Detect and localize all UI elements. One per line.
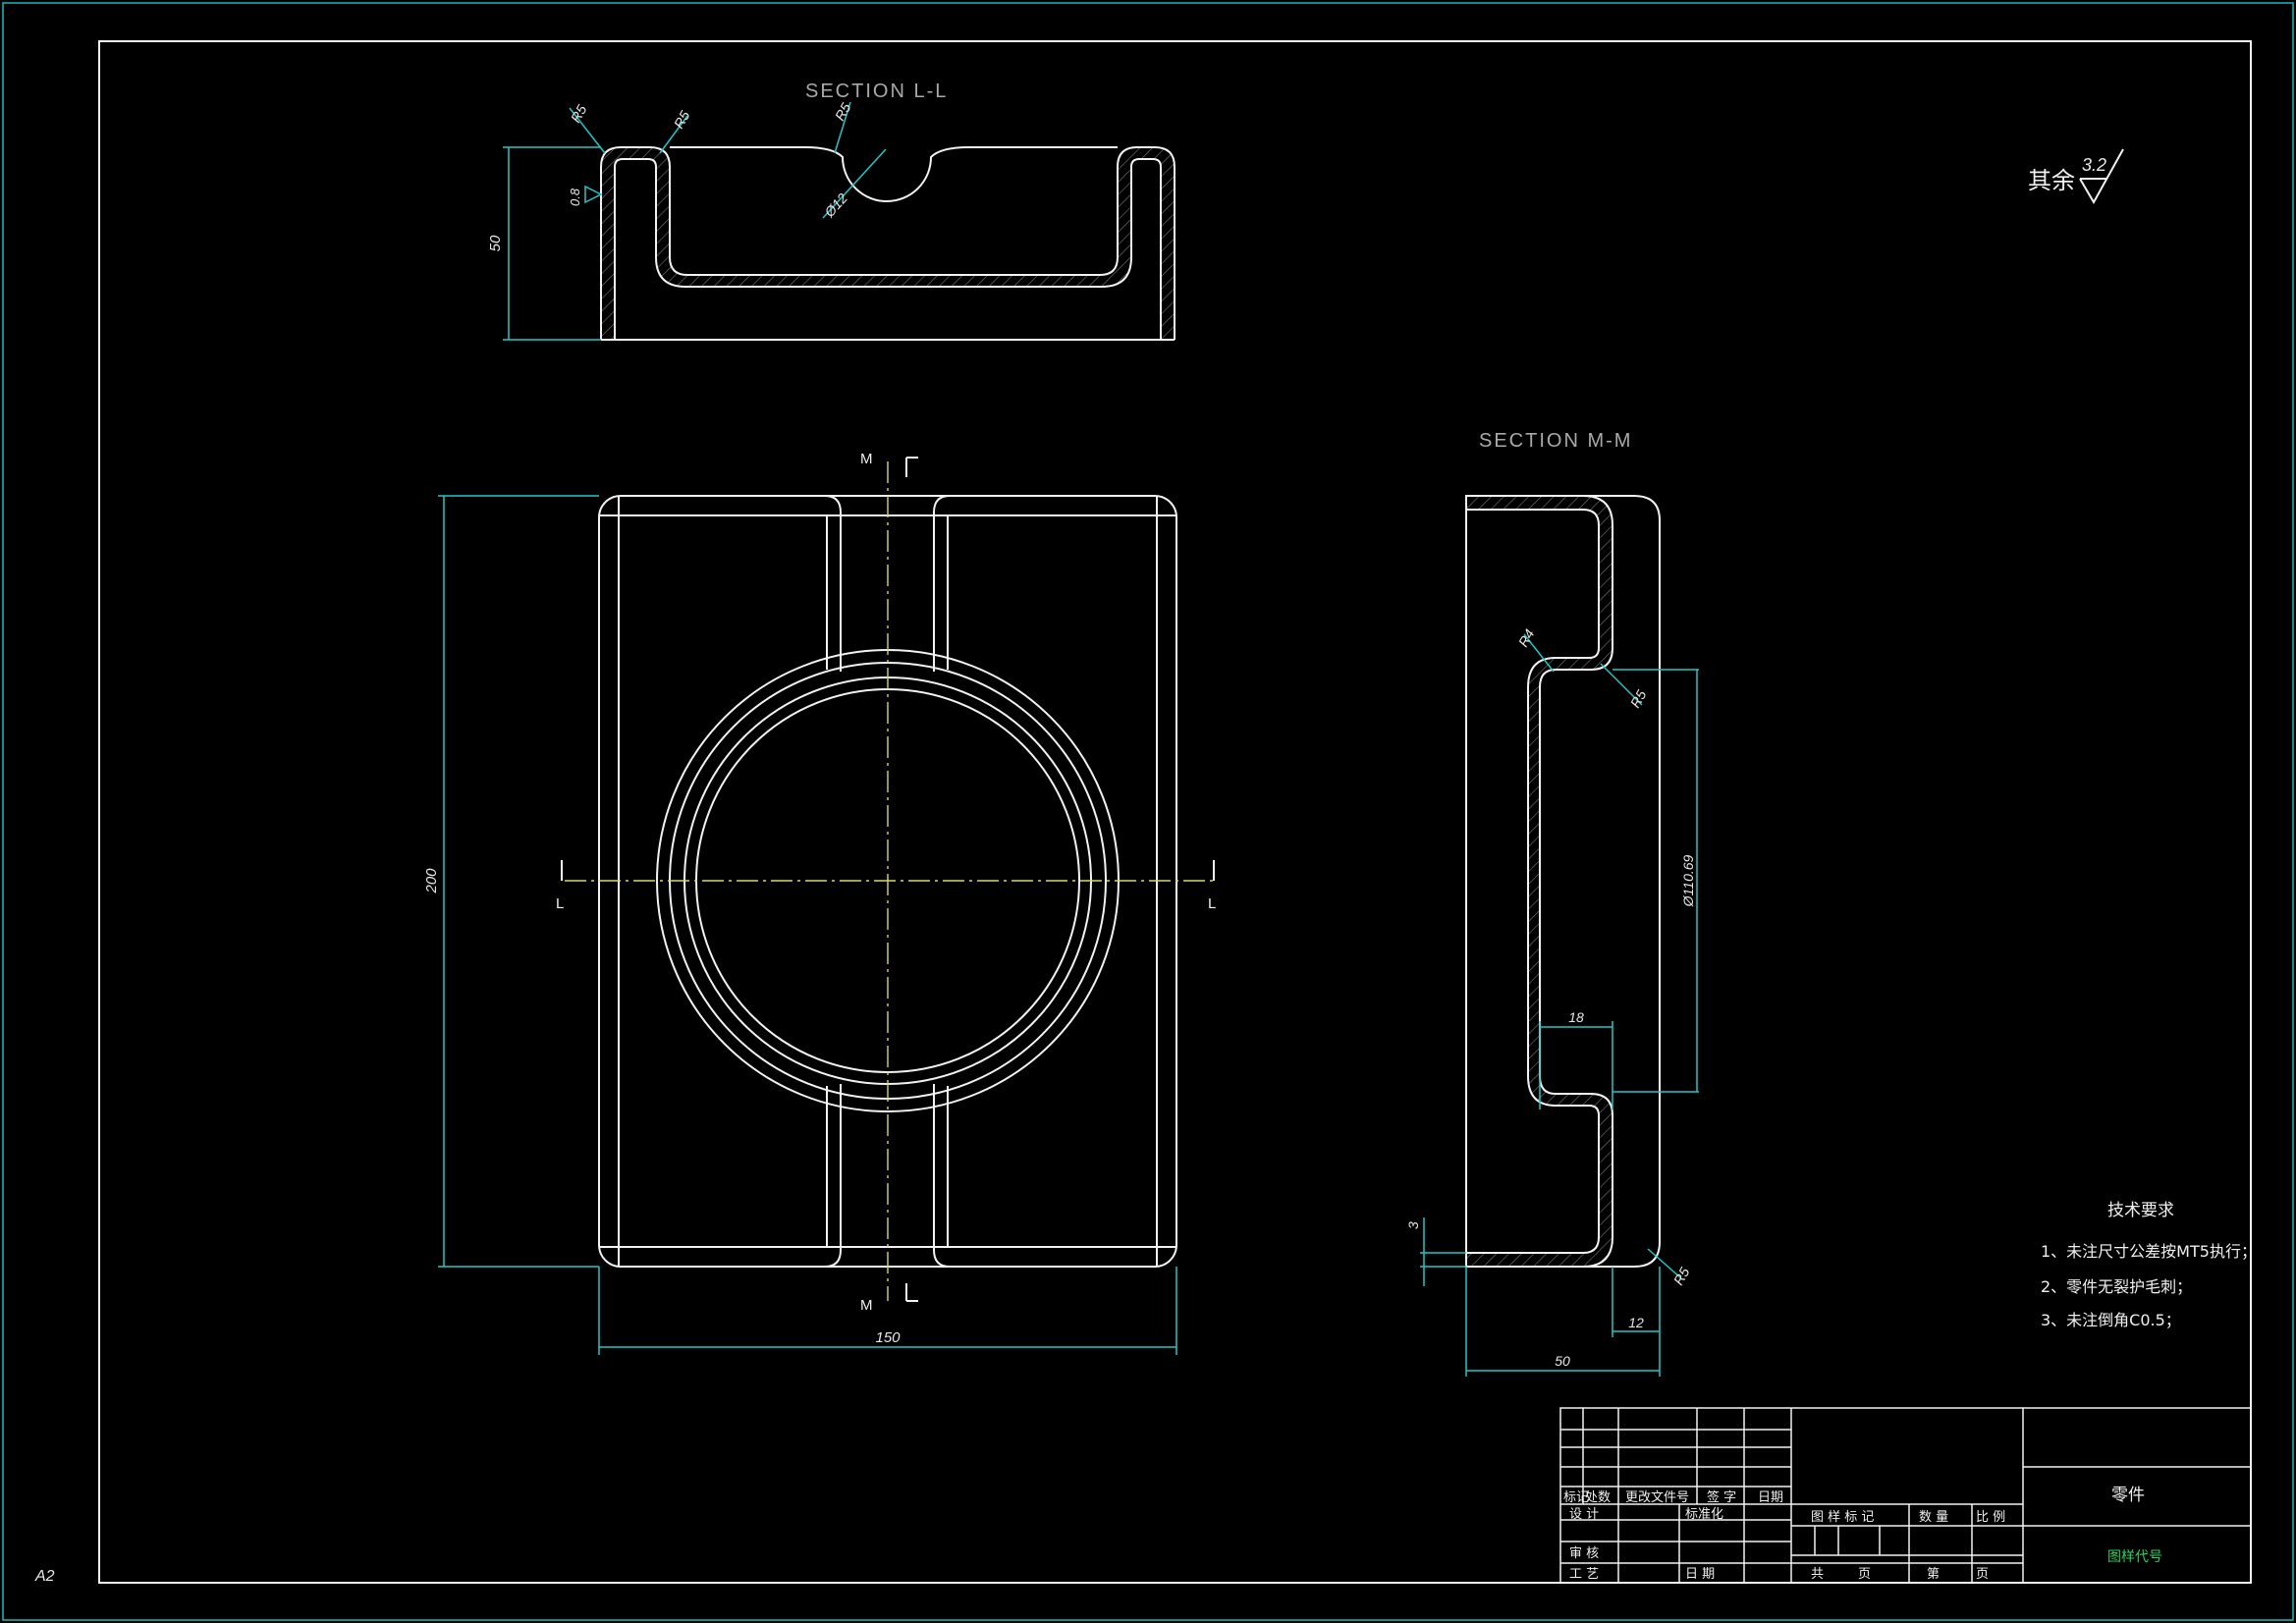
svg-text:50: 50 [487,235,504,251]
section-mm-view: SECTION M-M R4 R5 R5 Ø110.69 18 [1405,430,1699,1377]
tech-req-item-2: 2、零件无裂护毛刺； [2041,1277,2192,1296]
section-ll-rim-inner [601,339,1175,341]
dim-mm-width: 50 [1465,1267,1661,1377]
tech-req-title: 技术要求 [2107,1201,2174,1220]
tech-req-item-3: 3、未注倒角C0.5； [2041,1311,2181,1329]
tb-page-no: 第 [1927,1567,1940,1582]
tb-review: 审 核 [1569,1546,1599,1561]
cut-marker-l-right: L [1208,860,1216,912]
svg-text:M: M [860,1297,873,1314]
surface-finish-note: 其余 3.2 [2028,148,2124,205]
tb-scale: 比 例 [1976,1510,2005,1525]
svg-text:200: 200 [423,868,440,894]
dim-ll-r3: R5 [832,100,854,124]
dim-plan-width: 150 [598,1267,1177,1355]
section-ll-outer-contour [600,146,1175,340]
dim-mm-thickness: 3 [1405,1217,1466,1286]
svg-text:12: 12 [1628,1315,1644,1330]
section-ll-rim [670,146,1118,202]
svg-text:50: 50 [1555,1353,1570,1369]
dim-ll-height: 50 [487,146,601,341]
roughness-symbol-ll: 0.8 [568,185,603,206]
plan-slot-bottom [824,1084,951,1268]
plan-view: M M L L 200 150 [423,451,1218,1355]
tb-standardize: 标准化 [1685,1507,1723,1522]
tech-requirements: 技术要求 1、未注尺寸公差按MT5执行； 2、零件无裂护毛刺； 3、未注倒角C0… [2041,1201,2257,1329]
section-ll-view: SECTION L-L 50 R5 R5 R5 Ø12 0.8 [487,81,1175,341]
dim-ll-r2: R5 [671,108,693,132]
dim-mm-r-right: R5 [1627,687,1650,711]
tb-rev-mark: 标记 [1563,1490,1589,1505]
tb-date: 日 期 [1685,1567,1715,1582]
tb-sheet: 页 [1858,1567,1871,1582]
title-block-text: 标记 处数 更改文件号 签 字 日期 设 计 标准化 审 核 工 艺 日 期 图… [1563,1486,2162,1582]
svg-text:Ø110.69: Ø110.69 [1680,854,1696,907]
section-mm-title: SECTION M-M [1479,430,1632,452]
dim-ll-r1: R5 [568,102,590,126]
plan-slot-top [824,495,951,672]
tech-req-item-1: 1、未注尺寸公差按MT5执行； [2041,1242,2257,1261]
tb-rev-count: 处数 [1585,1490,1611,1505]
tb-rev-date: 日期 [1758,1490,1783,1505]
section-mm-inner-contour [1539,495,1613,1268]
svg-text:3.2: 3.2 [2082,155,2106,175]
dim-mm-r-top: R4 [1515,626,1538,650]
svg-text:其余: 其余 [2028,167,2075,194]
section-ll-hatch [601,147,1175,340]
dim-mm-flange: 12 [1612,1267,1661,1337]
svg-text:L: L [1208,895,1216,912]
tb-page: 页 [1976,1567,1989,1582]
sheet-size-label: A2 [34,1568,55,1585]
dim-plan-height: 200 [423,495,599,1268]
svg-text:L: L [556,895,564,912]
tb-stage-mark: 图 样 标 记 [1811,1510,1874,1525]
title-block [1559,1407,2252,1584]
section-ll-inner-contour [614,158,1162,340]
cut-marker-l-left: L [556,860,564,912]
dim-mm-step: 18 [1539,1009,1613,1109]
tb-process: 工 艺 [1569,1567,1599,1582]
dim-mm-bore: Ø110.69 [1613,669,1699,1093]
dim-mm-r-bottom: R5 [1670,1265,1693,1288]
svg-text:18: 18 [1568,1009,1584,1025]
tb-total: 共 [1811,1567,1824,1582]
section-mm-outer-contour [1465,495,1661,1268]
svg-text:0.8: 0.8 [568,188,582,206]
svg-text:M: M [860,451,873,467]
section-ll-title: SECTION L-L [805,81,948,102]
cut-marker-m-top: M [860,451,918,477]
tb-part-name: 零件 [2111,1486,2145,1505]
cut-marker-m-bottom: M [860,1283,918,1314]
tb-rev-doc: 更改文件号 [1625,1490,1689,1505]
tb-rev-sign: 签 字 [1707,1489,1736,1505]
drawing-frame [98,40,2252,1584]
tb-quantity: 数 量 [1919,1510,1948,1525]
tb-drawing-no: 图样代号 [2107,1548,2162,1564]
svg-text:3: 3 [1405,1221,1421,1229]
svg-text:150: 150 [875,1329,901,1346]
tb-design: 设 计 [1569,1507,1599,1522]
